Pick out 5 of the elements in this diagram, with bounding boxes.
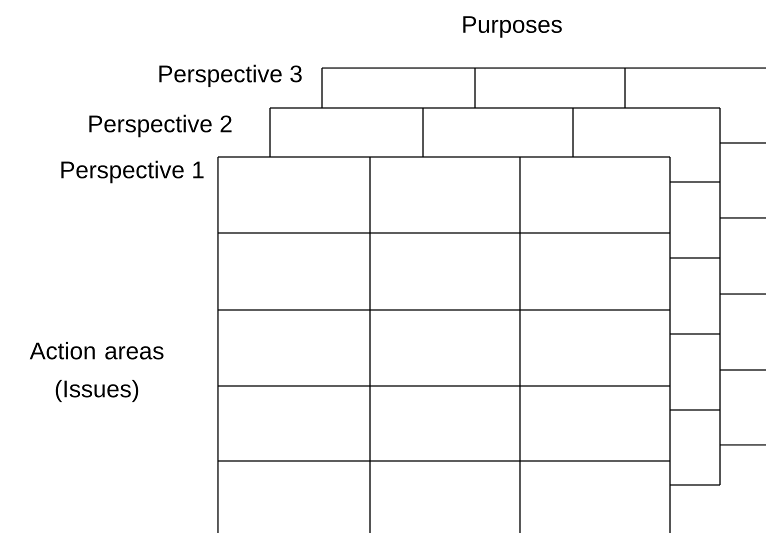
- label: Purposes: [463, 16, 562, 38]
- label: Perspective 3: [159, 64, 302, 88]
- label: Action areas (Issues): [30, 342, 164, 402]
- label: Perspective 1: [61, 160, 204, 184]
- label: Perspective 2: [89, 114, 232, 138]
